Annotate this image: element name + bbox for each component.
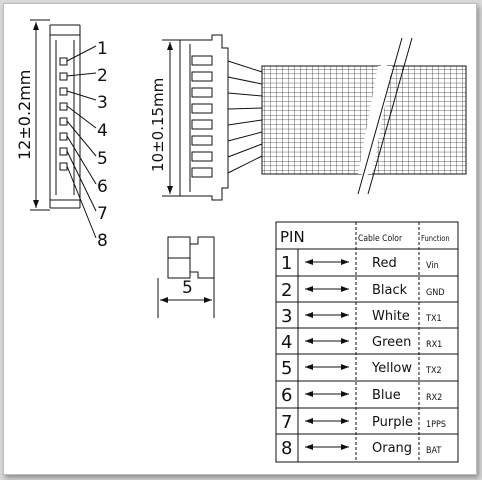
pin-number-6: 6 — [97, 177, 108, 197]
table-row-pin: 8 — [281, 438, 292, 459]
table-row-pin: 2 — [281, 280, 292, 301]
table-row-cable-color: Purple — [372, 415, 413, 430]
table-row-pin: 3 — [281, 306, 292, 327]
table-row-cable-color: White — [372, 309, 410, 324]
pin-number-4: 4 — [97, 121, 108, 141]
table-header-cable-color: Cable Color — [358, 234, 403, 244]
pin-table — [275, 221, 459, 463]
ribbon-cable — [261, 37, 467, 195]
pin-number-5: 5 — [97, 149, 108, 169]
pin-number-7: 7 — [97, 204, 108, 224]
table-row-function: BAT — [426, 446, 441, 456]
table-row-cable-color: Yellow — [371, 361, 412, 376]
pin-number-3: 3 — [97, 93, 108, 113]
pin-number-8: 8 — [97, 231, 108, 251]
left-dimension-label: 12±0.2mm — [15, 70, 34, 160]
table-row-pin: 6 — [281, 385, 292, 406]
table-row-function: 1PPS — [426, 420, 446, 430]
table-row-pin: 4 — [281, 332, 292, 353]
side-view-dimension-label: 5 — [182, 278, 193, 298]
table-row-pin: 7 — [281, 412, 292, 433]
table-row-cable-color: Red — [372, 256, 397, 271]
table-row-cable-color: Green — [372, 335, 411, 350]
left-connector — [30, 19, 97, 239]
table-row-cable-color: Orang — [372, 441, 412, 456]
table-row-function: RX1 — [426, 340, 442, 350]
table-header-pin: PIN — [280, 228, 305, 246]
table-row-function: TX1 — [425, 314, 442, 324]
middle-dimension-label: 10±0.15mm — [149, 78, 167, 172]
side-view-connector — [157, 236, 215, 318]
pin-number-1: 1 — [97, 39, 108, 59]
pin-number-2: 2 — [97, 66, 108, 86]
table-row-function: TX2 — [425, 366, 442, 376]
table-header-function: Function — [421, 234, 450, 243]
table-row-function: GND — [426, 288, 445, 298]
table-row-cable-color: Blue — [372, 388, 401, 403]
table-row-cable-color: Black — [372, 283, 408, 298]
table-row-function: Vin — [426, 261, 439, 271]
table-row-function: RX2 — [426, 393, 442, 403]
middle-connector — [162, 34, 263, 201]
table-row-pin: 5 — [281, 358, 292, 379]
table-row-pin: 1 — [281, 253, 292, 274]
